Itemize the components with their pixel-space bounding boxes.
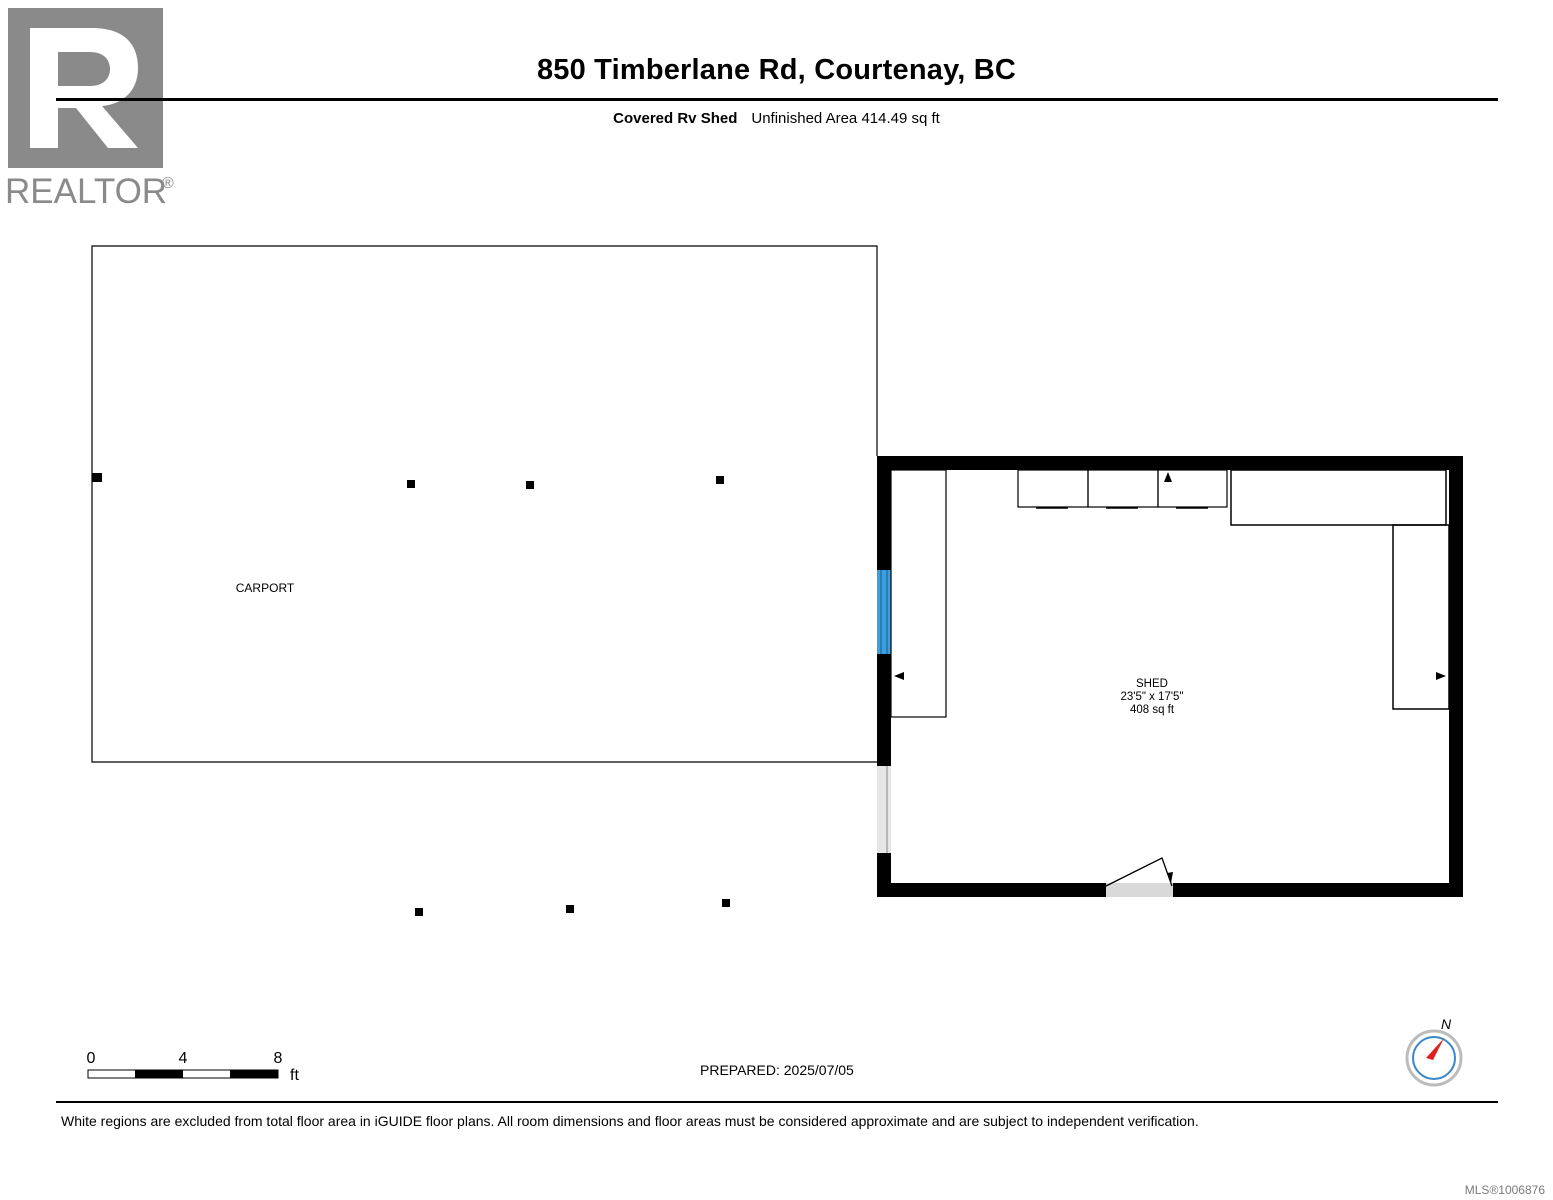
carport-post [415, 908, 423, 916]
logo-registered-mark: ® [162, 175, 174, 192]
counter-north [1230, 469, 1447, 526]
carport-outline [91, 245, 878, 763]
shed-label: SHED [1136, 678, 1168, 690]
scale-tick-label: 4 [179, 1050, 188, 1067]
carport-post [722, 899, 730, 907]
door-swing [1105, 857, 1173, 887]
logo-text: REALTOR [5, 172, 167, 211]
shed-wall-west [877, 853, 891, 897]
carport-label: CARPORT [236, 581, 295, 595]
carport-post [526, 481, 534, 489]
footer-divider [56, 1101, 1498, 1103]
compass-needle-north-icon [1426, 1038, 1444, 1060]
carport-post [566, 905, 574, 913]
page-title: 850 Timberlane Rd, Courtenay, BC [536, 54, 1017, 86]
level-area: Unfinished Area 414.49 sq ft [751, 110, 940, 127]
west-opening [877, 766, 891, 853]
disclaimer-text: White regions are excluded from total fl… [61, 1113, 1199, 1129]
shed-area: 408 sq ft [1130, 704, 1175, 716]
shed-wall-east [1449, 456, 1463, 897]
prepared-date: PREPARED: 2025/07/05 [700, 1062, 854, 1078]
shed-wall-west [877, 654, 891, 766]
shed-wall-south [1173, 883, 1463, 897]
door-opening [1106, 883, 1173, 897]
level-name: Covered Rv Shed [613, 110, 738, 127]
header-divider [56, 98, 1498, 101]
scale-bar-segment [135, 1070, 183, 1078]
cabinet [1087, 469, 1159, 508]
carport-post [92, 473, 102, 482]
shelf-arrow-icon [1436, 672, 1446, 680]
shelf-east [1392, 524, 1450, 710]
carport-post [407, 480, 415, 488]
scale-unit: ft [290, 1067, 299, 1084]
realtor-logo: REALTOR ® [5, 8, 174, 211]
door-swing-arrow-icon [1167, 872, 1173, 883]
shed-wall-west [877, 456, 891, 570]
level-summary: Covered Rv Shed Unfinished Area 414.49 sq… [0, 110, 1553, 127]
scale-tick-label: 8 [274, 1050, 283, 1067]
shelf-arrow-icon [894, 672, 904, 680]
shed-wall-south [877, 883, 1106, 897]
mls-number: MLS®1006876 [1464, 1183, 1545, 1197]
cabinet-arrow-icon [1164, 472, 1172, 482]
scale-tick-label: 0 [87, 1050, 96, 1067]
window [877, 570, 891, 654]
shelf-west [890, 469, 947, 718]
carport-post [716, 476, 724, 484]
logo-r-glyph [30, 28, 138, 148]
scale-bar-segment [230, 1070, 278, 1078]
shed-wall-north [877, 456, 1463, 470]
shed-dimensions: 23'5" x 17'5" [1120, 691, 1183, 703]
cabinet [1157, 469, 1228, 508]
cabinet [1017, 469, 1089, 508]
compass-north-label: N [1441, 1016, 1452, 1032]
